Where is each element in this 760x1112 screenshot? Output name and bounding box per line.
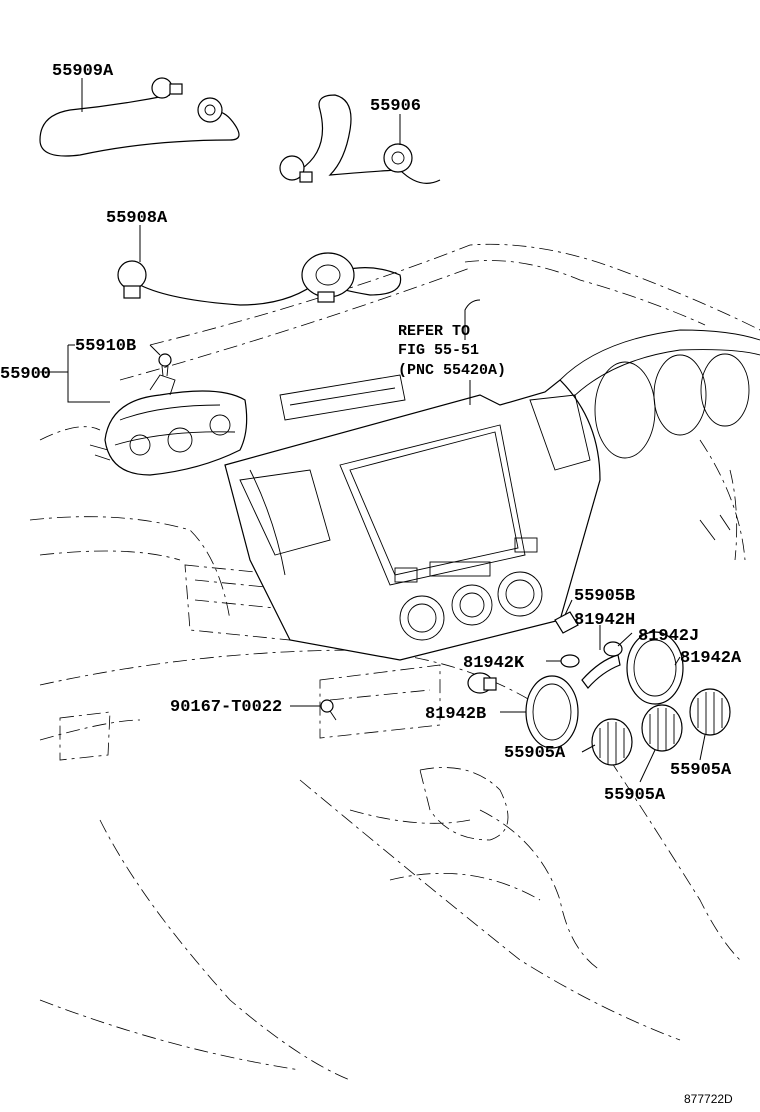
label-81942A: 81942A: [680, 649, 742, 668]
label-81942H: 81942H: [574, 611, 635, 630]
cable-55908A: [117, 252, 402, 306]
label-55905A-left: 55905A: [504, 744, 566, 763]
label-55905A-right: 55905A: [670, 761, 732, 780]
knob-55905A-1: [591, 718, 633, 766]
clip-81942H: [581, 654, 621, 689]
cable-55909A: [39, 77, 240, 157]
label-55908A: 55908A: [106, 209, 168, 228]
label-81942K: 81942K: [463, 654, 525, 673]
label-55909A: 55909A: [52, 62, 114, 81]
leader-lines: [40, 78, 706, 783]
screw-55910B: [158, 353, 172, 377]
cable-55906: [279, 94, 441, 184]
dashboard-outline: [29, 243, 760, 1081]
label-90167-T0022: 90167-T0022: [170, 698, 282, 717]
refer-note-line3: (PNC 55420A): [398, 362, 506, 379]
lower-vent: [279, 374, 406, 421]
knob-55905A-2: [641, 704, 683, 752]
label-55900: 55900: [0, 365, 51, 384]
label-55905B: 55905B: [574, 587, 635, 606]
refer-note-line1: REFER TO: [398, 323, 470, 340]
label-55906: 55906: [370, 97, 421, 116]
knob-55905A-3: [689, 688, 731, 736]
ring-81942A: [626, 631, 684, 705]
control-assembly-55900: [89, 374, 248, 476]
instrument-cluster: [559, 329, 760, 541]
ring-81942J: [603, 641, 623, 657]
center-cluster-panel: [224, 379, 601, 661]
screw-90167: [320, 699, 337, 721]
ring-81942K: [560, 654, 580, 668]
label-81942J: 81942J: [638, 627, 699, 646]
label-81942B: 81942B: [425, 705, 486, 724]
cap-81942K: [467, 672, 497, 694]
ring-81942B: [525, 675, 579, 749]
label-55905A-bottom: 55905A: [604, 786, 666, 805]
label-55910B: 55910B: [75, 337, 136, 356]
refer-note-line2: FIG 55-51: [398, 342, 479, 359]
figure-code: 877722D: [684, 1092, 733, 1106]
